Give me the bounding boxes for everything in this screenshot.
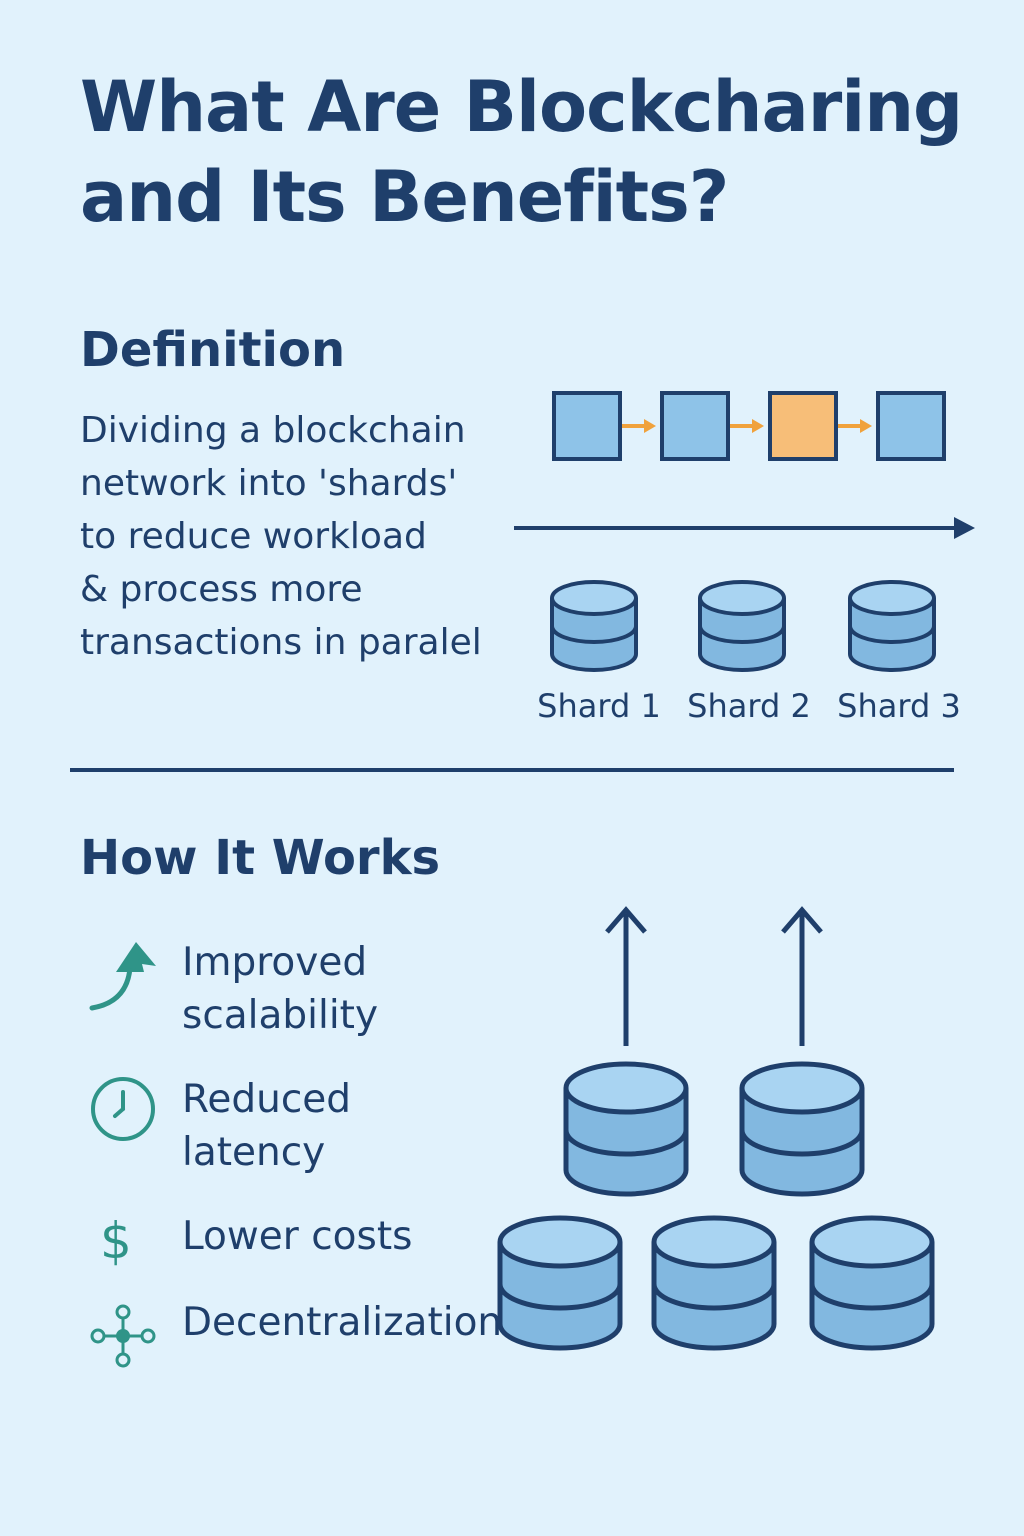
shard-2-database-icon (698, 580, 786, 672)
page-title: What Are Blockcharing and Its Benefits? (80, 62, 980, 242)
title-line-2: and Its Benefits? (80, 156, 729, 238)
how-it-works-heading: How It Works (80, 830, 441, 886)
database-icon (566, 1064, 686, 1194)
timeline-arrow (514, 517, 975, 539)
clock-icon (91, 1077, 155, 1141)
shard-1-label: Shard 1 (537, 687, 661, 725)
shard-3-label: Shard 3 (837, 687, 961, 725)
definition-line: to reduce workload (80, 516, 427, 557)
definition-text: Dividing a blockchain network into 'shar… (80, 404, 520, 669)
scale-up-arrow (781, 906, 823, 1046)
benefit-lower-costs: Lower costs (182, 1210, 412, 1263)
chain-block (876, 391, 946, 461)
definition-line: transactions in paralel (80, 622, 482, 663)
database-icon (742, 1064, 862, 1194)
chain-block (660, 391, 730, 461)
shard-3-database-icon (848, 580, 936, 672)
benefit-line: Reduced (182, 1077, 352, 1122)
dollar-icon: $ (100, 1212, 132, 1270)
benefit-line: Lower costs (182, 1214, 413, 1259)
chain-block-highlighted (768, 391, 838, 461)
definition-heading: Definition (80, 322, 346, 378)
chain-connector-arrow (730, 419, 764, 433)
chain-connector-arrow (622, 419, 656, 433)
definition-line: network into 'shards' (80, 463, 458, 504)
shard-databases (550, 580, 936, 672)
title-line-1: What Are Blockcharing (80, 66, 963, 148)
scale-up-arrow (605, 906, 647, 1046)
benefit-line: latency (182, 1130, 326, 1175)
section-divider (70, 768, 954, 772)
shard-2-label: Shard 2 (687, 687, 811, 725)
shard-1-database-icon (550, 580, 638, 672)
database-icon (812, 1218, 932, 1348)
definition-line: Dividing a blockchain (80, 410, 466, 451)
benefit-reduced-latency: Reduced latency (182, 1073, 351, 1179)
network-nodes-icon (90, 1304, 156, 1368)
database-icon (500, 1218, 620, 1348)
scaling-databases-illustration (490, 906, 950, 1360)
chain-block (552, 391, 622, 461)
benefit-improved-scalability: Improved scalability (182, 936, 378, 1042)
definition-line: & process more (80, 569, 363, 610)
benefit-line: scalability (182, 993, 379, 1038)
benefit-line: Improved (182, 940, 368, 985)
database-icon (654, 1218, 774, 1348)
trend-up-arrow-icon (89, 942, 156, 1011)
chain-connector-arrow (838, 419, 872, 433)
blockchain-illustration (514, 391, 975, 539)
benefit-decentralization: Decentralization (182, 1296, 502, 1349)
benefit-line: Decentralization (182, 1300, 503, 1345)
